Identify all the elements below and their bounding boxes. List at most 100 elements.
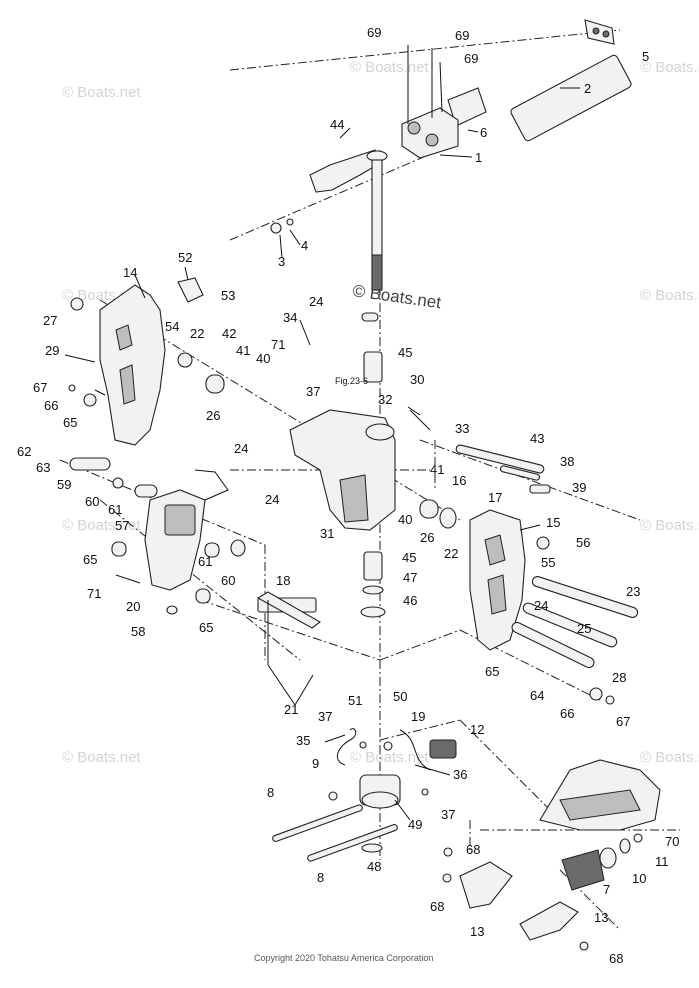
trim-lock-assembly — [69, 457, 321, 629]
callout-label: 39 — [572, 480, 586, 495]
callout-label: 53 — [221, 288, 235, 303]
callout-label: 52 — [178, 250, 192, 265]
callout-label: 8 — [317, 870, 324, 885]
watermark: © Boats.net — [350, 59, 429, 76]
callout-label: 45 — [402, 550, 416, 565]
callout-label: 28 — [612, 670, 626, 685]
callout-label: 26 — [206, 408, 220, 423]
callout-label: 32 — [378, 392, 392, 407]
callout-label: 59 — [57, 477, 71, 492]
callout-label: 65 — [83, 552, 97, 567]
callout-label: 30 — [410, 372, 424, 387]
callout-numbers: 69 69 69 5 2 6 44 1 4 3 14 52 53 54 22 2… — [17, 25, 679, 966]
callout-label: 50 — [393, 689, 407, 704]
callout-label: 69 — [455, 28, 469, 43]
callout-label: 35 — [296, 733, 310, 748]
right-clamp-bracket — [455, 444, 639, 705]
callout-label: 68 — [430, 899, 444, 914]
watermark: © Boats.net — [640, 749, 699, 766]
callout-label: 17 — [488, 490, 502, 505]
callout-label: 48 — [367, 859, 381, 874]
callout-label: 62 — [17, 444, 31, 459]
callout-label: 19 — [411, 709, 425, 724]
callout-label: 29 — [45, 343, 59, 358]
callout-label: 56 — [576, 535, 590, 550]
callout-label: 8 — [267, 785, 274, 800]
callout-label: 10 — [632, 871, 646, 886]
callout-label: 5 — [642, 49, 649, 64]
callout-label: 61 — [198, 554, 212, 569]
callout-label: 6 — [480, 125, 487, 140]
callout-label: 11 — [655, 854, 669, 869]
callout-label: 65 — [63, 415, 77, 430]
callout-label: 71 — [271, 337, 285, 352]
lower-mount-assembly — [272, 728, 457, 862]
watermark: © Boats.net — [640, 287, 699, 304]
callout-label: 37 — [318, 709, 332, 724]
gearcase-and-mounts — [442, 759, 661, 951]
callout-label: 51 — [348, 693, 362, 708]
callout-label: 55 — [541, 555, 555, 570]
callout-label: 47 — [403, 570, 417, 585]
callout-label: 22 — [190, 326, 204, 341]
swivel-bracket — [289, 312, 457, 618]
callout-label: 23 — [626, 584, 640, 599]
callout-label: 20 — [126, 599, 140, 614]
callout-label: 24 — [534, 598, 548, 613]
callout-label: 2 — [584, 81, 591, 96]
callout-label: 31 — [320, 526, 334, 541]
copyright-notice: Copyright 2020 Tohatsu America Corporati… — [254, 953, 433, 963]
callout-label: 13 — [470, 924, 484, 939]
callout-label: 67 — [616, 714, 630, 729]
callout-label: 70 — [665, 834, 679, 849]
callout-label: 45 — [398, 345, 412, 360]
callout-label: 71 — [87, 586, 101, 601]
watermark: © Boats.net — [62, 749, 141, 766]
callout-label: 4 — [301, 238, 308, 253]
callout-label: 46 — [403, 593, 417, 608]
left-clamp-bracket — [68, 277, 225, 446]
callout-label: 1 — [475, 150, 482, 165]
callout-label: 64 — [530, 688, 544, 703]
callout-label: 60 — [85, 494, 99, 509]
callout-label: 65 — [485, 664, 499, 679]
callout-label: 69 — [464, 51, 478, 66]
callout-leaders — [64, 87, 580, 821]
callout-label: 63 — [36, 460, 50, 475]
callout-label: 69 — [367, 25, 381, 40]
callout-label: 60 — [221, 573, 235, 588]
callout-label: 24 — [309, 294, 323, 309]
callout-label: 7 — [603, 882, 610, 897]
callout-label: 13 — [594, 910, 608, 925]
callout-label: 57 — [115, 518, 129, 533]
callout-label: 26 — [420, 530, 434, 545]
callout-label: 12 — [470, 722, 484, 737]
callout-label: 54 — [165, 319, 179, 334]
watermark: © Boats.net — [640, 59, 699, 76]
callout-label: 36 — [453, 767, 467, 782]
callout-label: 41 — [430, 462, 444, 477]
callout-label: 24 — [234, 441, 248, 456]
watermark: © Boats.net — [640, 517, 699, 534]
callout-label: 68 — [609, 951, 623, 966]
watermark-center: © Boats.net — [351, 281, 442, 312]
figure-reference: Fig.23-6 — [335, 376, 368, 386]
callout-label: 15 — [546, 515, 560, 530]
callout-label: 18 — [276, 573, 290, 588]
watermark: © Boats.net — [350, 749, 429, 766]
upper-mount-assembly — [270, 19, 632, 291]
callout-label: 3 — [278, 254, 285, 269]
callout-label: 21 — [284, 702, 298, 717]
callout-label: 67 — [33, 380, 47, 395]
callout-label: 38 — [560, 454, 574, 469]
callout-label: 66 — [44, 398, 58, 413]
watermark: © Boats.net — [62, 517, 141, 534]
callout-label: 37 — [441, 807, 455, 822]
callout-label: 24 — [265, 492, 279, 507]
callout-label: 9 — [312, 756, 319, 771]
callout-label: 27 — [43, 313, 57, 328]
callout-label: 37 — [306, 384, 320, 399]
callout-label: 40 — [256, 351, 270, 366]
callout-label: 25 — [577, 621, 591, 636]
